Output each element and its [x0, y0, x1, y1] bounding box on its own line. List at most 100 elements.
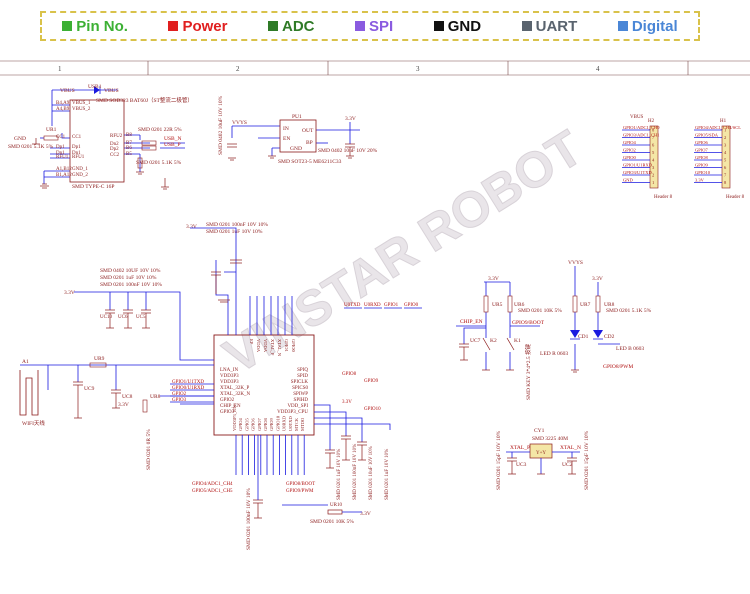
mcu-net-bottom: GPIO8/BOOT [286, 482, 315, 487]
legend-label: Digital [631, 17, 678, 35]
usb-d-label: USB1 [88, 84, 102, 90]
mcu-pin-bottom: VDD3P3_RTC [232, 404, 237, 431]
crystal-c2: UC2 [562, 462, 573, 468]
header-pin-net: GPIO7 [695, 148, 709, 153]
mcu-bot-cap-2: SMD 0201 10K 5% [310, 519, 354, 525]
header-label: H1 [720, 119, 727, 124]
legend-label: Power [182, 17, 228, 35]
mcu-pin-left: LNA_IN [220, 368, 238, 373]
leds-d2: CD2 [604, 334, 615, 340]
ldo-section: PU1 VVYS IN EN GND OUT BP SMD SOT23-5 ME… [218, 95, 378, 165]
crystal-cv2: SMD 0201 15pF 10V 10% [584, 430, 590, 490]
header-pin-num: 6 [652, 143, 655, 148]
mcu-pin-right: VDD_SPI [287, 404, 308, 409]
mcu-net-bottom: GPIO5/ADC1_CH5 [192, 489, 233, 494]
antenna: A1 WIFI天线 UR9 UC9 UC8 3.3V UR8 SMD 0201 … [19, 356, 161, 470]
ldo-vin-label: VVYS [232, 120, 247, 126]
grid-col-1: 1 [58, 65, 62, 73]
antenna-c2: UC8 [122, 394, 133, 400]
header-pin-net: GPIO4 [623, 140, 637, 145]
mcu-pin-bottom: GPIO6 [251, 417, 256, 431]
usb-pin-name: Dp2 [110, 147, 119, 152]
header-pin-num: 5 [652, 150, 655, 155]
keys-section: 3.3V UR5 UR6 SMD 0201 10K 5% CHIP_EN GPI… [456, 276, 562, 400]
mcu-right-cap-value: SMD 0201 1uF 10V 10% [385, 449, 390, 500]
mcu-pin-right: VDD3P3_CPU [277, 410, 308, 415]
keys-net1: CHIP_EN [460, 319, 483, 325]
leds-net: GPIO8/PWM [603, 364, 633, 370]
usb-pin-name: VBUS_2 [72, 107, 91, 112]
header-pin-num: 6 [724, 165, 727, 170]
svg-text:UR10: UR10 [330, 503, 342, 508]
grid-col-3: 3 [416, 65, 420, 73]
legend-item-uart: UART [521, 18, 577, 35]
leds-d1: CD1 [578, 334, 589, 340]
header-pin-num: 2 [724, 135, 726, 140]
mcu-bot-cap-1: SMD 0201 100nF 10V 10% [246, 488, 252, 550]
mcu-pin-bottom: GPIO7 [257, 417, 262, 431]
usb-part-value: SMD TYPE-C 16P [72, 184, 114, 190]
ldo-label: PU1 [292, 114, 302, 120]
header-pin-num: 5 [724, 158, 727, 163]
leds-r1: UR7 [580, 302, 591, 308]
usb-pin-num: B4,A9 [56, 101, 70, 106]
antenna-v33: 3.3V [118, 402, 129, 408]
mcu-pin-bottom: GPIO4 [238, 417, 243, 431]
legend-label: ADC [282, 17, 315, 35]
keys-c: UC7 [470, 338, 481, 344]
ldo-part-value: SMD SOT23-5 ME6211C33 [278, 159, 342, 165]
mcu-net-right: GPIO9 [364, 379, 379, 384]
usb-diode-value: SMD SOD323 BAT60J（ST整流二极管） [96, 96, 193, 104]
usb-pin-num: B5 [126, 152, 132, 157]
header-pin-net: GPIO9 [695, 163, 709, 168]
mcu-net-left: GPIO2 [172, 392, 187, 397]
usb-pin-num: B7 [126, 141, 132, 146]
header-pin-net: GPIO4/ADC1_CH4/SCL [695, 125, 741, 130]
usb-pin-name: CC2 [110, 153, 120, 158]
mcu-net-right: GPIO10 [364, 407, 381, 412]
mcu-pin-top: VDDA [256, 339, 261, 353]
mcu-pin-right: SPICS0 [292, 386, 308, 391]
mcu-pin-left: GPIO2 [220, 398, 235, 403]
header-pin-net: GPIO3/ADC1_CH1 [623, 133, 660, 138]
mcu-pin-bottom: GPIO5 [244, 417, 249, 431]
mcu-net-right: 3.3V [342, 400, 352, 405]
mcu-pin-bottom: GPIO8 [263, 417, 268, 431]
usb-pin-num: CC1 [56, 135, 66, 140]
header-pin-net: GPIO5/SDA [695, 133, 719, 138]
header-label: H2 [648, 119, 655, 124]
mcu-net-right: GPIO8 [342, 372, 357, 377]
legend-swatch [168, 21, 179, 31]
mcu-pin-bottom: GPIO9 [269, 417, 274, 431]
leds-l2: LED B 0603 [616, 346, 644, 352]
header-pin-net: GPIO3/U1TXD [623, 170, 652, 175]
mcu-cap-uc5: UC5 [136, 315, 146, 320]
header-pin-num: 4 [652, 158, 655, 163]
mcu-section: LNA_INVDD3P3VDD3P3XTAL_32K_PXTAL_32K_NGP… [19, 222, 422, 550]
keys-v33: 3.3V [488, 276, 499, 282]
mcu-pin-right: SPICLK [291, 380, 309, 385]
header-top-net: VBUS [630, 115, 644, 120]
usb-pin-num: RFU1 [56, 155, 69, 160]
usb-r3-value: SMD 0201 5.1K 5% [136, 160, 182, 166]
usb-r-value: SMD 0201 5.1K 5% [8, 144, 54, 150]
usb-pin-name: Dp1 [72, 145, 81, 150]
mcu-pin-top: EP [249, 339, 254, 345]
usb-pin-name: RFU2 [110, 134, 123, 139]
grid-col-labels: 1 2 3 4 [58, 65, 600, 73]
keys-rvalue: SMD 0201 10K 5% [518, 308, 562, 314]
usb-pin-num: A4,B9 [56, 107, 70, 112]
mcu-pin-top: GPIO1 [284, 339, 289, 352]
keys-r1: UR5 [492, 302, 503, 308]
mcu-right-cap-value: SMD 0201 10uF 10V 10% [369, 446, 374, 500]
usb-pin-num: B1,A12 [56, 173, 72, 178]
legend-item-spi: SPI [355, 18, 393, 35]
ldo-pin-out: OUT [302, 128, 314, 134]
mcu-top-v33: 3.3V [186, 224, 197, 230]
header-pin-num: 7 [652, 135, 655, 140]
usb-pin-num: B8 [126, 133, 132, 138]
header-pin-net: GPIO0 [623, 155, 637, 160]
mcu-pin-bottom: MTDO [300, 417, 305, 431]
mcu-net-left: GPIO0/U1RXD [172, 386, 205, 391]
